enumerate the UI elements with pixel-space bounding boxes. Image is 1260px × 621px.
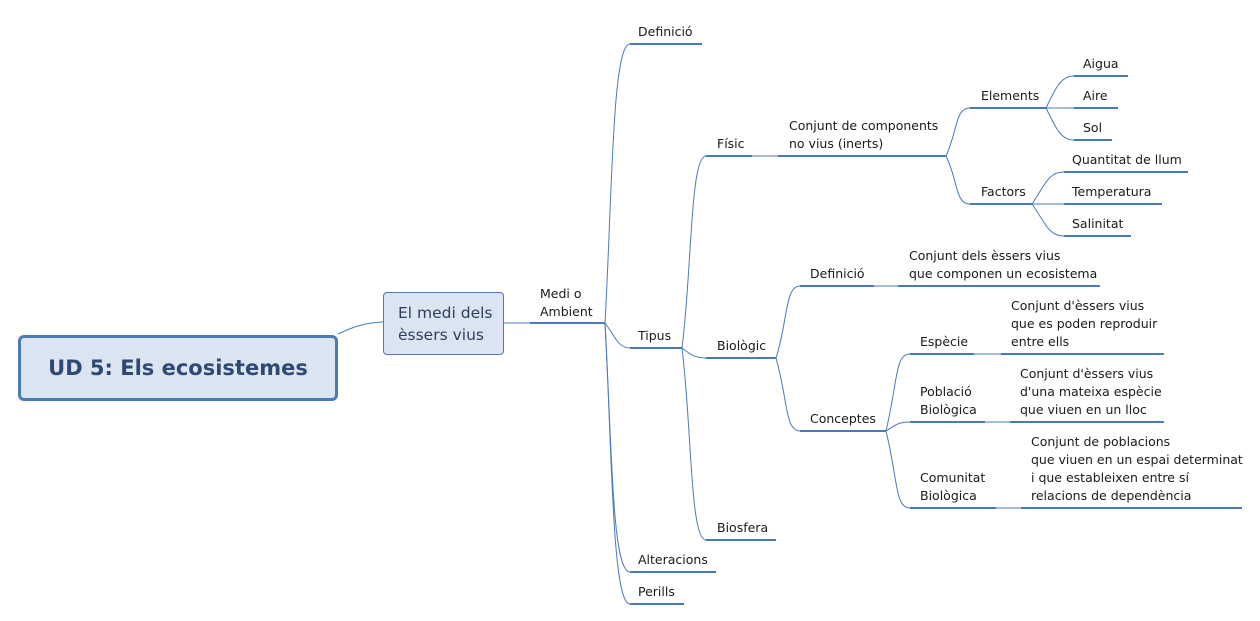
node-tipus[interactable]: Tipus	[638, 328, 672, 343]
node-fisic[interactable]: Físic	[717, 136, 745, 151]
node-comunitat-biologica[interactable]: Comunitat Biològica	[920, 470, 986, 503]
node-especie-text[interactable]: Conjunt d'èssers vius que es poden repro…	[1011, 298, 1158, 349]
node-definicio[interactable]: Definició	[638, 24, 693, 39]
node-medi-ambient[interactable]: Medi o Ambient	[540, 286, 593, 319]
node-conceptes[interactable]: Conceptes	[810, 411, 876, 426]
node-conjunt-components[interactable]: Conjunt de components no vius (inerts)	[789, 118, 939, 151]
node-elements[interactable]: Elements	[981, 88, 1040, 103]
node-sol[interactable]: Sol	[1083, 120, 1103, 135]
node-biologic[interactable]: Biològic	[717, 338, 767, 353]
node-aire[interactable]: Aire	[1083, 88, 1108, 103]
node-definicio-biologic[interactable]: Definició	[810, 266, 865, 281]
node-temperatura[interactable]: Temperatura	[1072, 184, 1152, 199]
node-quantitat-llum[interactable]: Quantitat de llum	[1072, 152, 1182, 167]
node-comunitat-text[interactable]: Conjunt de poblacions que viuen en un es…	[1031, 434, 1243, 503]
main-topic[interactable]: El medi dels èssers vius	[383, 292, 504, 355]
root-topic-label: UD 5: Els ecosistemes	[48, 356, 308, 380]
node-poblacio-text[interactable]: Conjunt d'èssers vius d'una mateixa espè…	[1020, 366, 1162, 417]
main-topic-label: El medi dels èssers vius	[398, 303, 493, 344]
node-especie[interactable]: Espècie	[920, 334, 969, 349]
node-poblacio-biologica[interactable]: Població Biològica	[920, 384, 977, 417]
root-topic[interactable]: UD 5: Els ecosistemes	[18, 335, 338, 401]
node-aigua[interactable]: Aigua	[1083, 56, 1119, 71]
node-perills[interactable]: Perills	[638, 584, 675, 599]
node-factors[interactable]: Factors	[981, 184, 1026, 199]
node-alteracions[interactable]: Alteracions	[638, 552, 708, 567]
node-biosfera[interactable]: Biosfera	[717, 520, 769, 535]
node-salinitat[interactable]: Salinitat	[1072, 216, 1124, 231]
node-definicio-biologic-text[interactable]: Conjunt dels èssers vius que componen un…	[909, 248, 1098, 281]
